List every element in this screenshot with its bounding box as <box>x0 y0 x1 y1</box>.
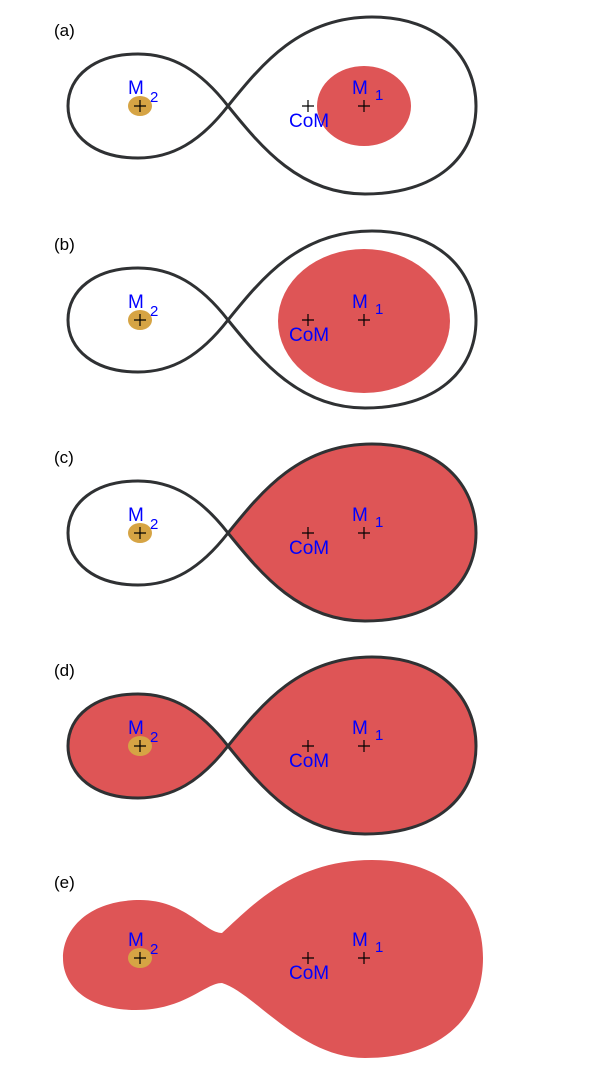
common-envelope <box>63 860 483 1058</box>
primary-roche-lobe <box>226 442 478 623</box>
panel-label: (d) <box>54 661 75 680</box>
primary-roche-lobe <box>226 229 478 410</box>
secondary-roche-lobe <box>66 266 230 374</box>
secondary-roche-lobe <box>66 52 230 160</box>
com-cross-icon <box>302 740 314 752</box>
primary-roche-lobe <box>226 655 478 836</box>
secondary-mass-subscript: 2 <box>150 729 158 746</box>
primary-center-cross-icon <box>358 740 370 752</box>
primary-mass-subscript: 1 <box>375 727 383 744</box>
com-cross-icon <box>302 314 314 326</box>
com-label: CoM <box>289 325 329 346</box>
com-label: CoM <box>289 751 329 772</box>
secondary-mass-label: M <box>128 930 144 951</box>
com-cross-icon <box>302 100 314 112</box>
panel-label: (c) <box>54 448 74 467</box>
secondary-mass-label: M <box>128 78 144 99</box>
primary-mass-subscript: 1 <box>375 514 383 531</box>
primary-mass-label: M <box>352 505 368 526</box>
primary-center-cross-icon <box>358 100 370 112</box>
primary-center-cross-icon <box>358 314 370 326</box>
primary-mass-subscript: 1 <box>375 939 383 956</box>
primary-center-cross-icon <box>358 952 370 964</box>
secondary-mass-label: M <box>128 292 144 313</box>
com-label: CoM <box>289 538 329 559</box>
panel-label: (b) <box>54 235 75 254</box>
secondary-mass-subscript: 2 <box>150 89 158 106</box>
primary-mass-subscript: 1 <box>375 87 383 104</box>
com-cross-icon <box>302 527 314 539</box>
secondary-center-cross-icon <box>134 952 146 964</box>
primary-mass-label: M <box>352 718 368 739</box>
secondary-roche-lobe <box>66 479 230 587</box>
secondary-mass-label: M <box>128 718 144 739</box>
secondary-center-cross-icon <box>134 100 146 112</box>
primary-mass-label: M <box>352 930 368 951</box>
com-label: CoM <box>289 111 329 132</box>
panel-label: (a) <box>54 21 75 40</box>
primary-mass-label: M <box>352 292 368 313</box>
primary-center-cross-icon <box>358 527 370 539</box>
secondary-mass-subscript: 2 <box>150 516 158 533</box>
com-cross-icon <box>302 952 314 964</box>
secondary-center-cross-icon <box>134 527 146 539</box>
com-label: CoM <box>289 963 329 984</box>
secondary-center-cross-icon <box>134 314 146 326</box>
secondary-center-cross-icon <box>134 740 146 752</box>
secondary-mass-subscript: 2 <box>150 303 158 320</box>
panel-label: (e) <box>54 873 75 892</box>
primary-roche-lobe <box>226 15 478 196</box>
secondary-mass-label: M <box>128 505 144 526</box>
primary-mass-subscript: 1 <box>375 301 383 318</box>
primary-mass-label: M <box>352 78 368 99</box>
secondary-mass-subscript: 2 <box>150 941 158 958</box>
